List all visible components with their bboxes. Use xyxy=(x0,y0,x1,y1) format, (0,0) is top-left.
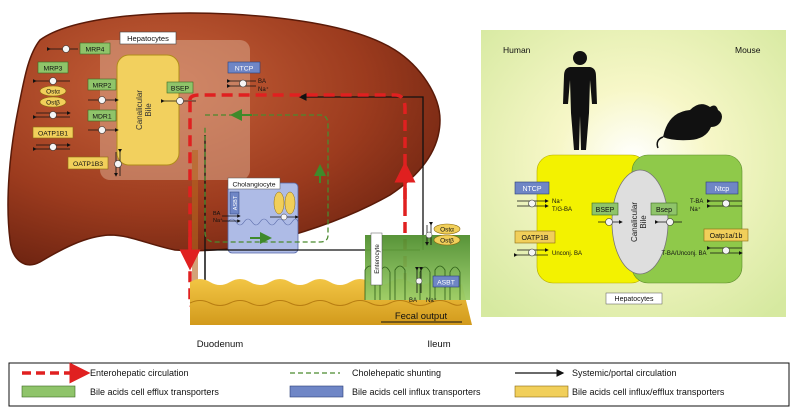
ileum-label: Ileum xyxy=(427,339,450,350)
svg-text:Bile acids cell efflux transpo: Bile acids cell efflux transporters xyxy=(90,387,219,397)
mrp3-transporter: MRP3 xyxy=(32,61,70,85)
mouse-label: Mouse xyxy=(735,45,761,55)
human-bsep: BSEP xyxy=(596,207,615,214)
mrp2-label: MRP2 xyxy=(93,83,112,90)
fecal-output-label: Fecal output xyxy=(395,311,448,322)
ileum-na: Na⁺ xyxy=(426,297,437,304)
species-comparison-panel: Human Mouse CanalicularBile NTCP Na⁺ T/G… xyxy=(481,30,786,317)
ileum-ost-beta: Ostβ xyxy=(440,238,454,245)
human-label: Human xyxy=(503,45,531,55)
human-ntcp-ba: T/G-BA xyxy=(552,207,572,213)
legend-enterohepatic: Enterohepatic circulation xyxy=(22,362,189,384)
enterocyte-label: Enterocyte xyxy=(374,244,381,274)
canalicular-bile-label: CanalicularBile xyxy=(135,90,153,130)
ileum-asbt: ASBT xyxy=(437,280,455,287)
ileum-ba: BA xyxy=(409,298,417,304)
bsep-label: BSEP xyxy=(171,86,190,93)
human-oatp1b: OATP1B xyxy=(521,235,548,242)
legend-influx: Bile acids cell influx transporters xyxy=(289,385,481,398)
svg-text:Systemic/portal circulation: Systemic/portal circulation xyxy=(572,368,677,378)
comparison-hepatocytes-label: Hepatocytes xyxy=(615,296,654,303)
mdr1-transporter: MDR1 xyxy=(87,109,119,134)
mrp2-transporter: MRP2 xyxy=(87,78,119,104)
duodenum-label: Duodenum xyxy=(197,339,244,350)
mrp4-transporter: MRP4 xyxy=(46,42,111,55)
mouse-bsep: Bsep xyxy=(656,207,672,214)
oatp1b3-label: OATP1B3 xyxy=(73,161,103,168)
human-ntcp-na: Na⁺ xyxy=(552,198,563,205)
ntcp-label: NTCP xyxy=(235,66,254,73)
mouse-oatp-ba: T-BA/Unconj. BA xyxy=(661,251,706,257)
mouse-oatp: Oatp1a/1b xyxy=(710,233,743,240)
chol-ba: BA xyxy=(213,211,221,217)
human-ntcp: NTCP xyxy=(522,186,541,193)
mouse-ntcp: Ntcp xyxy=(715,186,730,193)
liver xyxy=(7,12,441,266)
cholehepatic-shunting-path xyxy=(204,109,329,244)
mrp4-label: MRP4 xyxy=(86,47,105,54)
svg-text:Bile acids cell influx transpo: Bile acids cell influx transporters xyxy=(352,387,481,397)
canalicular-bile: CanalicularBile xyxy=(116,54,180,166)
svg-text:Bile acids cell influx/efflux: Bile acids cell influx/efflux transporte… xyxy=(572,387,725,397)
legend-efflux: Bile acids cell efflux transporters xyxy=(21,385,219,398)
systemic-circulation-path xyxy=(204,93,424,280)
asbt-vertical-label: ASBT xyxy=(233,195,239,210)
mdr1-label: MDR1 xyxy=(92,114,111,121)
mouse-ntcp-na: Na⁺ xyxy=(690,206,701,213)
mouse-silhouette-icon xyxy=(656,104,722,149)
legend-systemic: Systemic/portal circulation xyxy=(515,368,677,378)
legend-cholehepatic: Cholehepatic shunting xyxy=(290,368,441,378)
mrp3-label: MRP3 xyxy=(44,66,63,73)
legend-influx-efflux: Bile acids cell influx/efflux transporte… xyxy=(514,385,725,398)
chol-na: Na⁺ xyxy=(213,217,223,224)
bsep-transporter: BSEP xyxy=(160,81,196,105)
oatp1b1-transporter: OATP1B1 xyxy=(32,126,74,151)
ost-beta-label: Ostβ xyxy=(46,100,60,107)
ileum-ost-alpha: Ostα xyxy=(440,227,454,234)
cholangiocyte-label: Cholangiocyte xyxy=(232,182,275,189)
svg-text:Enterohepatic circulation: Enterohepatic circulation xyxy=(90,368,189,378)
ntcp-transporter: NTCP BA Na⁺ xyxy=(226,61,269,93)
ntcp-na: Na⁺ xyxy=(258,86,269,93)
legend: Enterohepatic circulation Cholehepatic s… xyxy=(8,362,790,407)
ost-alpha-label: Ostα xyxy=(46,89,60,96)
svg-text:Cholehepatic shunting: Cholehepatic shunting xyxy=(352,368,441,378)
oatp1b3-transporter: OATP1B3 xyxy=(67,148,122,177)
ost-alpha-beta-liver: Ostα Ostβ xyxy=(32,85,71,119)
enterocyte: Enterocyte Ostα Ostβ ASBT BA Na⁺ xyxy=(370,221,461,304)
hepatocytes-label-box: Hepatocytes xyxy=(119,31,177,45)
hepatocytes-label: Hepatocytes xyxy=(127,34,169,43)
cholangiocyte: Cholangiocyte ASBT BA Na⁺ xyxy=(213,177,299,254)
comparison-canalicular-label: CanalicularBile xyxy=(630,202,648,242)
human-oatp-ba: Unconj. BA xyxy=(552,251,582,257)
ntcp-ba: BA xyxy=(258,79,266,85)
mouse-ntcp-ba: T-BA xyxy=(690,199,703,205)
oatp1b1-label: OATP1B1 xyxy=(38,131,68,138)
human-silhouette-icon xyxy=(563,51,597,150)
